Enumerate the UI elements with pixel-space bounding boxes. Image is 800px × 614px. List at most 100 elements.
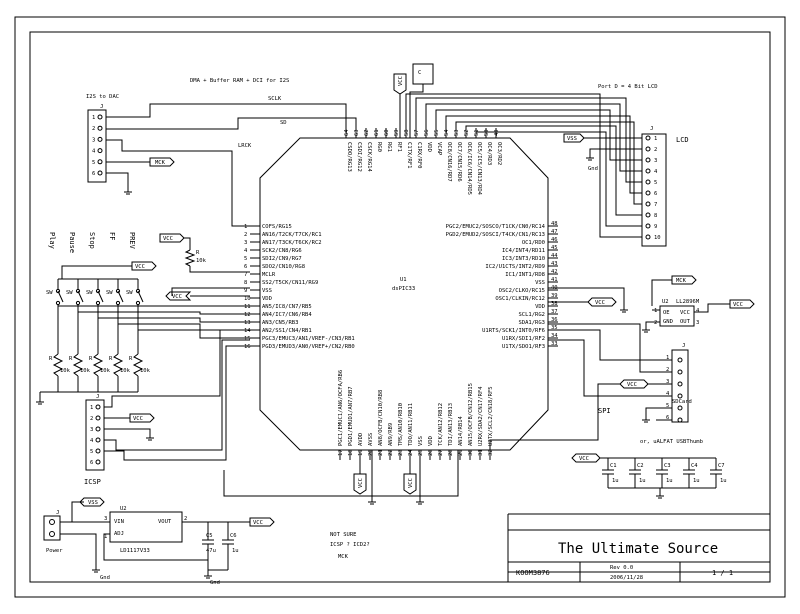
pin-name-25: VSS bbox=[418, 436, 424, 446]
pin-number-7: 7 bbox=[244, 272, 247, 278]
lcd-pin-8: 8 bbox=[654, 213, 657, 219]
icsp-question-note: ICSP ? ICD2? bbox=[330, 542, 370, 548]
mcu-ref: U1 bbox=[400, 277, 407, 283]
switch-arm bbox=[57, 290, 64, 303]
pin-number-22: 22 bbox=[388, 449, 394, 456]
i2s-pin-4: 4 bbox=[92, 149, 96, 155]
i2s-ref: J bbox=[100, 104, 103, 110]
pin-number-16: 16 bbox=[244, 344, 251, 350]
pin-name-29: AN14/RB14 bbox=[458, 416, 464, 446]
pin-number-3: 3 bbox=[244, 240, 247, 246]
svg-text:VIN: VIN bbox=[114, 519, 124, 525]
mck-tag-osc bbox=[671, 275, 697, 285]
switch-arm bbox=[137, 290, 144, 303]
svg-text:Gnd: Gnd bbox=[100, 575, 110, 581]
lcd-wire bbox=[415, 97, 642, 183]
svg-text:1: 1 bbox=[654, 308, 657, 314]
pin-number-20: 20 bbox=[368, 449, 374, 456]
pin-name-61: RG0 bbox=[376, 142, 382, 152]
resistor-value: 10k bbox=[60, 368, 71, 374]
svg-text:10k: 10k bbox=[196, 258, 207, 264]
icsp-pin-5: 5 bbox=[90, 449, 93, 455]
rev-text: Rev 0.0 bbox=[610, 565, 633, 571]
icsp-pin-dot bbox=[95, 448, 101, 454]
svg-text:J: J bbox=[682, 343, 685, 349]
switch-ref: SW bbox=[66, 290, 73, 296]
outer-frame bbox=[14, 16, 786, 598]
pin-name-31: U2RX/SDA2/CN17/RF4 bbox=[478, 386, 484, 446]
pin-name-4: SCK2/CN8/RG6 bbox=[262, 248, 302, 254]
lcd-pin-dot bbox=[645, 190, 651, 196]
sd-pin-dot bbox=[677, 381, 683, 387]
lcd-body bbox=[641, 133, 667, 247]
svg-text:R: R bbox=[196, 250, 200, 256]
pin-name-16: PGD3/EMUD3/AN0/VREF+/CN2/RB0 bbox=[262, 344, 355, 350]
net-sd: SD bbox=[280, 120, 287, 126]
i2s-pin-dot bbox=[97, 114, 103, 120]
oscillator-body bbox=[659, 305, 695, 327]
resistor-value: 10k bbox=[140, 368, 151, 374]
svg-text:C: C bbox=[418, 70, 421, 76]
switch-ref: SW bbox=[86, 290, 93, 296]
lcd-wire bbox=[465, 125, 642, 216]
svg-text:VCC: VCC bbox=[627, 382, 637, 388]
svg-text:C6: C6 bbox=[230, 533, 237, 539]
switch-ref: SW bbox=[106, 290, 113, 296]
pin-name-20: AVSS bbox=[368, 433, 374, 446]
icsp-title: ICSP bbox=[84, 478, 101, 486]
pin-number-26: 26 bbox=[428, 449, 434, 456]
pin-name-17: PGC1/EMUC1/AN6/OCFA/RB6 bbox=[338, 370, 344, 446]
svg-text:U2: U2 bbox=[662, 299, 669, 305]
power-connector bbox=[43, 515, 61, 541]
mck-tag-i2s bbox=[149, 157, 175, 167]
pin-number-24: 24 bbox=[408, 449, 414, 456]
pin-name-58: C1TX/RF1 bbox=[406, 142, 412, 169]
svg-text:VSS: VSS bbox=[88, 500, 98, 506]
switch-group: PlaySWR10kPauseSWR10kStopSWR10kFFSWR10kP… bbox=[36, 232, 250, 405]
resistor-ref: R bbox=[129, 356, 133, 362]
pin-number-4: 4 bbox=[244, 248, 248, 254]
switch-contact bbox=[95, 300, 101, 306]
i2s-pin-1: 1 bbox=[92, 115, 95, 121]
svg-text:3: 3 bbox=[696, 320, 699, 326]
pin-number-23: 23 bbox=[398, 449, 404, 456]
sd-pin-dot bbox=[677, 369, 683, 375]
regulator-part: LD1117V33 bbox=[120, 548, 150, 554]
lcd-pin-dot bbox=[645, 135, 651, 141]
sd-pin-dot bbox=[677, 393, 683, 399]
pin-number-6: 6 bbox=[244, 264, 247, 270]
svg-text:VCC: VCC bbox=[595, 300, 605, 306]
pin-name-7: MCLR bbox=[262, 272, 276, 278]
lcd-pin-10: 10 bbox=[654, 235, 661, 241]
pin-name-36: SDA1/RG3 bbox=[519, 320, 546, 326]
pin-name-64: CSDO/RG13 bbox=[346, 142, 352, 172]
switch-contact bbox=[135, 288, 141, 294]
lcd-pin-dot bbox=[645, 234, 651, 240]
lcd-pin-dot bbox=[645, 201, 651, 207]
pin-name-48: PGC2/EMUC2/SOSCO/T1CK/CN0/RC14 bbox=[446, 224, 546, 230]
lcd-pin-dot bbox=[645, 179, 651, 185]
vcc-tag-mclr bbox=[159, 233, 185, 243]
pin-name-49: OC3/RD2 bbox=[496, 142, 502, 165]
pin-number-29: 29 bbox=[458, 449, 464, 456]
lcd-wire bbox=[475, 128, 642, 227]
resistor-value: 10k bbox=[80, 368, 91, 374]
vss-tag-lcd bbox=[563, 133, 585, 143]
switch-label-pause: Pause bbox=[68, 232, 76, 253]
vcc-tag-top bbox=[393, 73, 407, 95]
pin-name-39: OSC1/CLKIN/RC12 bbox=[495, 296, 545, 302]
pin-name-21: AN8/OCFB/CN10/RB8 bbox=[378, 390, 384, 446]
mcu-top-pins: 64CSDO/RG1363CSDI/RG1262CSCK/RG1461RG060… bbox=[344, 128, 502, 196]
svg-text:J: J bbox=[96, 394, 99, 400]
pin-name-55: VCAP bbox=[436, 142, 442, 156]
pin-number-21: 21 bbox=[378, 449, 384, 456]
switch-contact bbox=[135, 300, 141, 306]
i2s-pin-3: 3 bbox=[92, 137, 95, 143]
icsp-pin-dot bbox=[95, 415, 101, 421]
icsp-pin-dot bbox=[95, 459, 101, 465]
